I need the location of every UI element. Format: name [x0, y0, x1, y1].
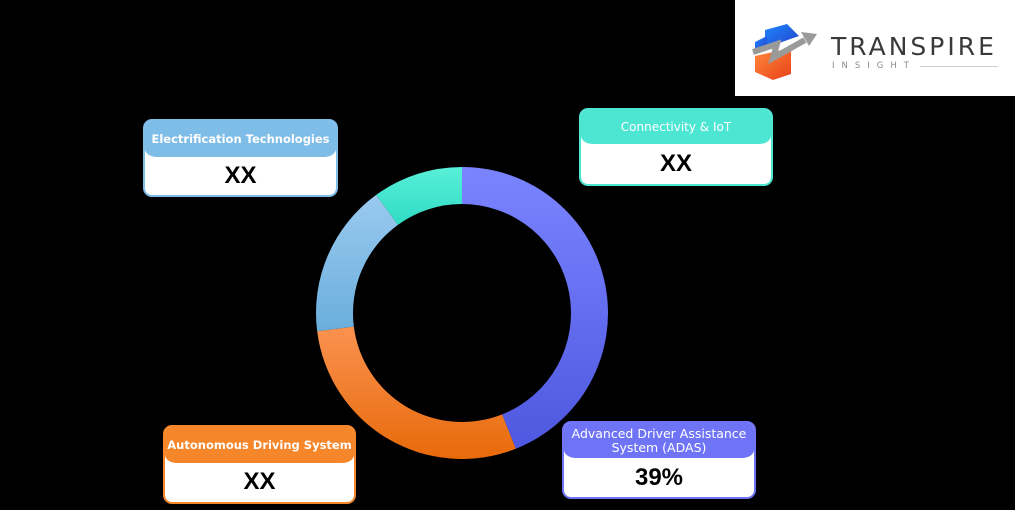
- card-connectivity: Connectivity & IoT XX: [579, 108, 773, 186]
- brand-logo: TRANSPIRE INSIGHT: [735, 0, 1015, 96]
- card-electrification-value: XX: [224, 162, 257, 189]
- card-adas-label: Advanced Driver Assistance System (ADAS): [564, 423, 754, 458]
- card-autonomous-label: Autonomous Driving System: [165, 427, 354, 463]
- card-connectivity-value: XX: [659, 150, 692, 177]
- donut-segment-autonomous: [317, 326, 516, 459]
- card-autonomous-value: XX: [243, 468, 276, 495]
- donut-segment-connectivity: [376, 167, 462, 225]
- logo-tagline: INSIGHT: [832, 61, 916, 71]
- logo-divider: [920, 66, 998, 67]
- card-adas: Advanced Driver Assistance System (ADAS)…: [562, 421, 756, 499]
- transpire-logo-icon: [752, 24, 817, 80]
- card-adas-value: 39%: [634, 464, 684, 491]
- card-connectivity-label: Connectivity & IoT: [581, 110, 771, 144]
- card-electrification-label: Electrification Technologies: [145, 121, 336, 157]
- card-electrification: Electrification Technologies XX: [143, 119, 338, 197]
- donut-segment-electrification: [316, 194, 398, 332]
- card-autonomous: Autonomous Driving System XX: [163, 425, 356, 504]
- donut-segment-adas: [462, 167, 608, 449]
- logo-title: TRANSPIRE: [831, 32, 997, 61]
